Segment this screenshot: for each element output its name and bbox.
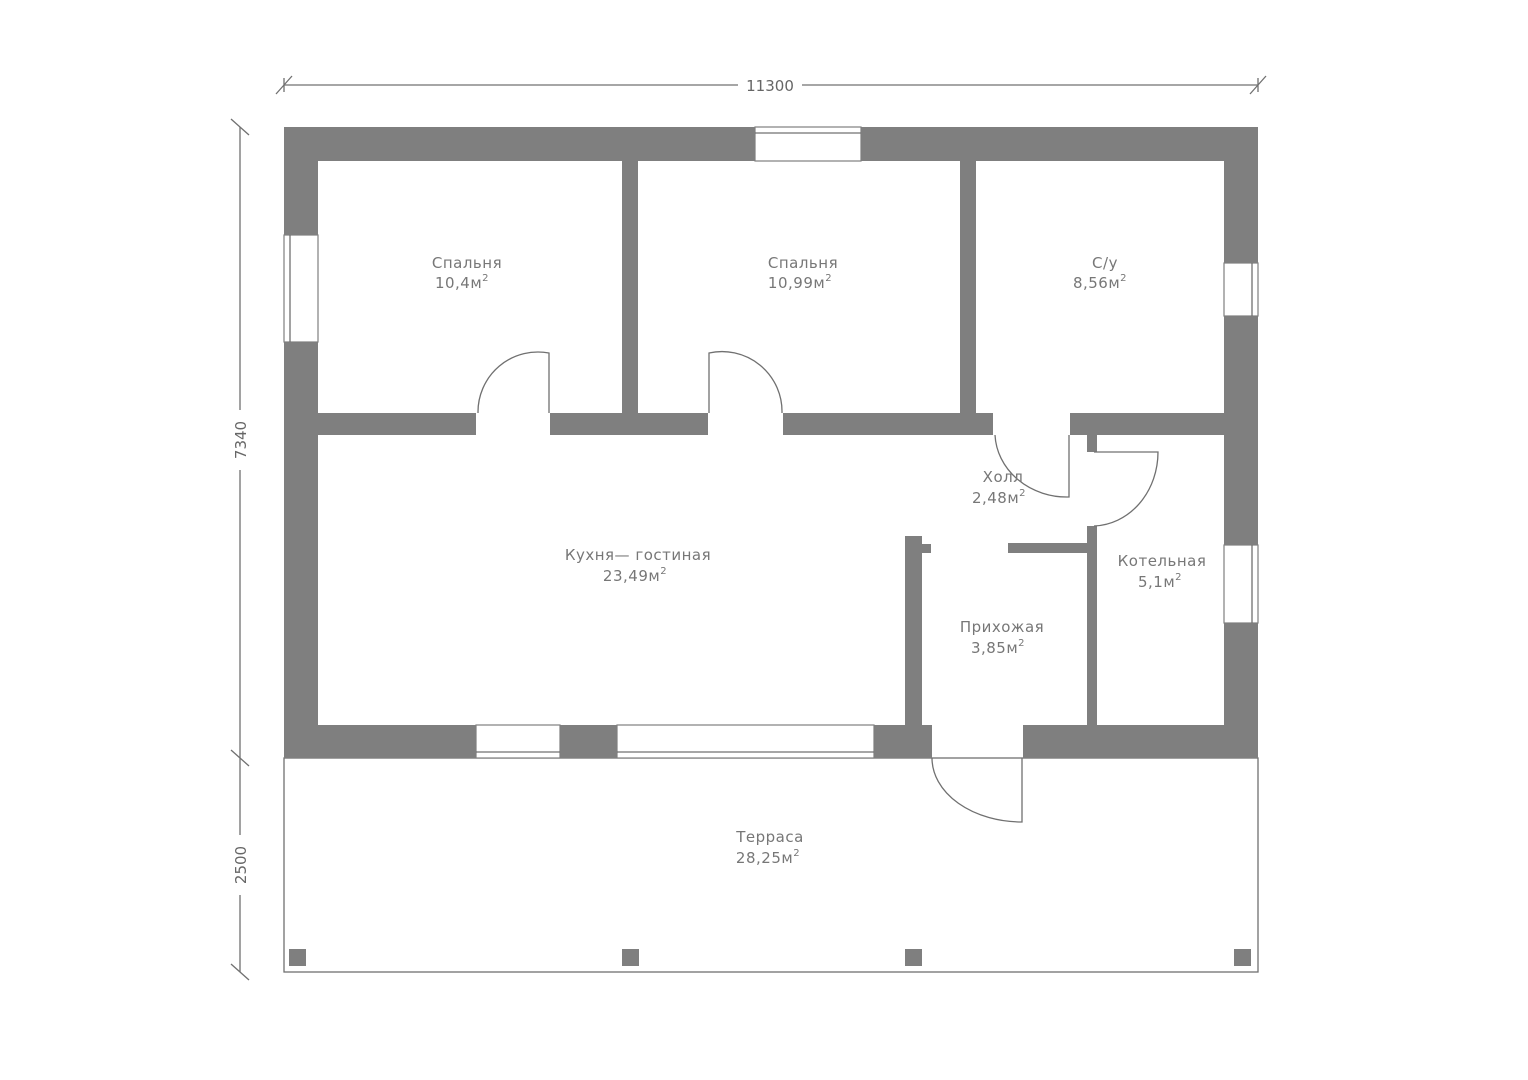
room-label-hall: Холл 2,48м2 xyxy=(972,468,1026,507)
doors xyxy=(477,350,1159,823)
svg-text:Кухня— гостиная: Кухня— гостиная xyxy=(565,546,711,564)
door-entrance xyxy=(931,757,1023,823)
room-label-bedroom-1: Спальня 10,4м2 xyxy=(432,254,502,292)
interior-walls xyxy=(318,161,1224,725)
svg-text:10,99м2: 10,99м2 xyxy=(768,273,832,292)
dimension-house-height-label: 7340 xyxy=(232,421,250,459)
room-label-kitchen-living: Кухня— гостиная 23,49м2 xyxy=(565,546,711,585)
svg-text:Спальня: Спальня xyxy=(768,254,838,272)
room-label-boiler-room: Котельная 5,1м2 xyxy=(1118,552,1207,591)
svg-text:Прихожая: Прихожая xyxy=(960,618,1044,636)
room-label-bathroom: С/у 8,56м2 xyxy=(1073,254,1127,292)
room-label-terrace: Терраса 28,25м2 xyxy=(735,828,804,867)
svg-text:Котельная: Котельная xyxy=(1118,552,1207,570)
door-bathroom xyxy=(994,434,1070,498)
svg-text:Спальня: Спальня xyxy=(432,254,502,272)
door-bedroom-1 xyxy=(477,351,550,414)
windows xyxy=(283,126,1259,759)
dimension-width-label: 11300 xyxy=(746,77,794,95)
door-bedroom-2 xyxy=(708,350,783,414)
svg-text:Терраса: Терраса xyxy=(735,828,804,846)
dimension-height: 7340 2500 xyxy=(230,118,250,981)
terrace-posts xyxy=(289,949,1251,966)
svg-text:С/у: С/у xyxy=(1092,254,1118,272)
svg-text:10,4м2: 10,4м2 xyxy=(435,273,489,292)
svg-text:28,25м2: 28,25м2 xyxy=(736,848,800,867)
svg-text:5,1м2: 5,1м2 xyxy=(1138,572,1182,591)
exterior-walls xyxy=(284,127,1258,758)
room-label-bedroom-2: Спальня 10,99м2 xyxy=(768,254,838,292)
dimension-terrace-height-label: 2500 xyxy=(232,846,250,884)
room-label-entryway: Прихожая 3,85м2 xyxy=(960,618,1044,657)
svg-text:8,56м2: 8,56м2 xyxy=(1073,273,1127,292)
door-boiler-room xyxy=(1093,451,1159,527)
svg-text:23,49м2: 23,49м2 xyxy=(603,566,667,585)
svg-text:2,48м2: 2,48м2 xyxy=(972,488,1026,507)
svg-text:3,85м2: 3,85м2 xyxy=(971,638,1025,657)
svg-text:Холл: Холл xyxy=(983,468,1024,486)
dimension-width: 11300 xyxy=(275,75,1267,95)
